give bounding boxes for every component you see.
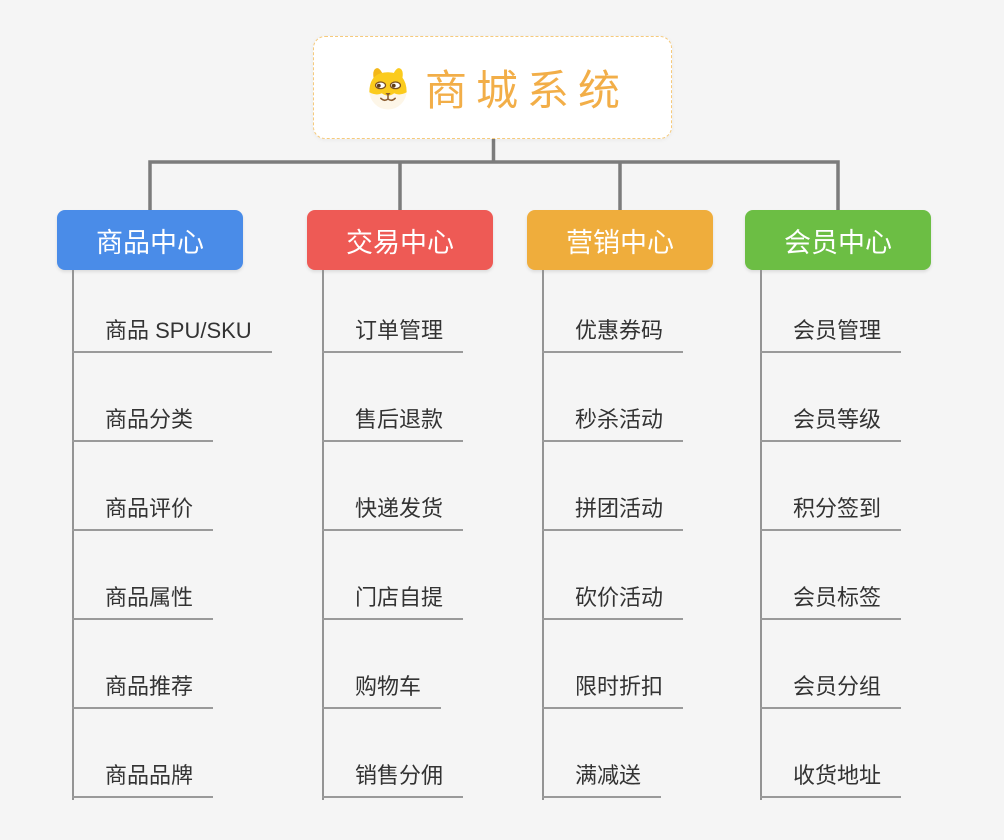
subtopic[interactable]: 商品属性 <box>72 580 214 620</box>
subtopic[interactable]: 购物车 <box>322 669 442 709</box>
subtopic[interactable]: 优惠券码 <box>542 313 684 353</box>
subtopic[interactable]: 销售分佣 <box>322 758 464 798</box>
branch-node-trade-center[interactable]: 交易中心 <box>307 210 493 270</box>
subtopic[interactable]: 会员等级 <box>760 402 902 442</box>
subtopic[interactable]: 商品推荐 <box>72 669 214 709</box>
subtopic[interactable]: 砍价活动 <box>542 580 684 620</box>
subtopic[interactable]: 商品品牌 <box>72 758 214 798</box>
branch-node-member-center[interactable]: 会员中心 <box>745 210 931 270</box>
subtopic[interactable]: 会员分组 <box>760 669 902 709</box>
branch-trunk-line <box>760 270 762 800</box>
root-node[interactable]: 商城系统 <box>313 36 672 139</box>
branch-node-product-center[interactable]: 商品中心 <box>57 210 243 270</box>
branch-trunk-line <box>322 270 324 800</box>
subtopic[interactable]: 商品评价 <box>72 491 214 531</box>
branch-node-marketing-center[interactable]: 营销中心 <box>527 210 713 270</box>
subtopic[interactable]: 秒杀活动 <box>542 402 684 442</box>
subtopic[interactable]: 商品分类 <box>72 402 214 442</box>
subtopic[interactable]: 满减送 <box>542 758 662 798</box>
subtopic[interactable]: 商品 SPU/SKU <box>72 313 272 353</box>
subtopic[interactable]: 快递发货 <box>322 491 464 531</box>
branch-trunk-line <box>542 270 544 800</box>
subtopic[interactable]: 售后退款 <box>322 402 464 442</box>
subtopic[interactable]: 订单管理 <box>322 313 464 353</box>
branch-trunk-line <box>72 270 74 800</box>
subtopic[interactable]: 拼团活动 <box>542 491 684 531</box>
subtopic[interactable]: 收货地址 <box>760 758 902 798</box>
root-title: 商城系统 <box>424 67 629 114</box>
dog-face-icon <box>369 67 407 110</box>
subtopic[interactable]: 积分签到 <box>760 491 902 531</box>
subtopic[interactable]: 门店自提 <box>322 580 464 620</box>
subtopic[interactable]: 会员标签 <box>760 580 902 620</box>
subtopic[interactable]: 会员管理 <box>760 313 902 353</box>
subtopic[interactable]: 限时折扣 <box>542 669 684 709</box>
